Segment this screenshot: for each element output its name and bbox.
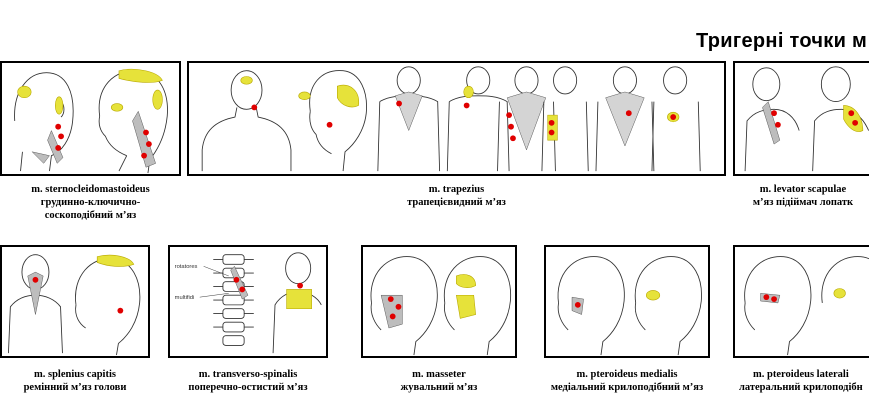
ukrainian-name-line: соскоподібний м’яз (44, 210, 137, 221)
latin-name: m. pteroideus medialis (576, 369, 678, 380)
ukrainian-name-line: поперечно-остистий м’яз (188, 382, 308, 393)
rotatores-label: rotatores (175, 264, 198, 270)
caption-sternocleidomastoideus: m. sternocleidomastoideus грудинно-ключи… (0, 183, 181, 222)
transverso-spinalis-illustration: rotatores multifidi (175, 252, 322, 354)
panel-levator-scapulae (733, 61, 869, 176)
latin-name: m. masseter (412, 369, 466, 380)
panel-sternocleidomastoideus (0, 61, 181, 176)
ukrainian-name-line: трапецієвидний м’яз (407, 197, 506, 208)
sternocleidomastoideus-illustration (14, 68, 168, 174)
ukrainian-name-line: жувальний м’яз (400, 382, 478, 393)
caption-trapezius: m. trapezius трапецієвидний м’яз (187, 183, 726, 209)
latin-name: m. splenius capitis (34, 369, 116, 380)
trapezius-illustration (201, 66, 701, 172)
panel-trapezius (187, 61, 726, 176)
latin-name: m. trapezius (428, 184, 485, 195)
ukrainian-name-line: грудинно-ключично- (40, 197, 141, 208)
multifidi-label: multifidi (175, 295, 195, 301)
caption-pteroideus-medialis: m. pteroideus medialis медіальний крилоп… (536, 368, 718, 394)
caption-transverso-spinalis: m. transverso-spinalis поперечно-остисти… (168, 368, 328, 394)
caption-pteroideus-lateralis: m. pteroideus laterali латеральний крило… (733, 368, 869, 394)
ukrainian-name-line: м’яз підіймач лопатк (752, 197, 854, 208)
caption-splenius-capitis: m. splenius capitis ремінний м’яз голови (0, 368, 150, 394)
panel-splenius-capitis (0, 245, 150, 358)
panel-transverso-spinalis: rotatores multifidi (168, 245, 328, 358)
ukrainian-name-line: латеральний крилоподібн (739, 382, 863, 393)
latin-name: m. levator scapulae (759, 184, 847, 195)
pteroideus-medialis-illustration (557, 256, 702, 356)
caption-levator-scapulae: m. levator scapulae м’яз підіймач лопатк (733, 183, 869, 209)
latin-name: m. pteroideus laterali (753, 369, 849, 380)
latin-name: m. sternocleidomastoideus (31, 184, 150, 195)
splenius-capitis-illustration (8, 254, 141, 356)
levator-scapulae-illustration (744, 66, 869, 172)
page-title: Тригерні точки м (696, 30, 868, 52)
panel-pteroideus-medialis (544, 245, 710, 358)
caption-masseter: m. masseter жувальний м’яз (361, 368, 517, 394)
ukrainian-name-line: ремінний м’яз голови (23, 382, 127, 393)
latin-name: m. transverso-spinalis (198, 369, 298, 380)
panel-pteroideus-lateralis (733, 245, 869, 358)
pteroideus-lateralis-illustration (744, 256, 869, 356)
ukrainian-name-line: медіальний крилоподібний м’яз (550, 382, 704, 393)
masseter-illustration (370, 256, 512, 356)
panel-masseter (361, 245, 517, 358)
